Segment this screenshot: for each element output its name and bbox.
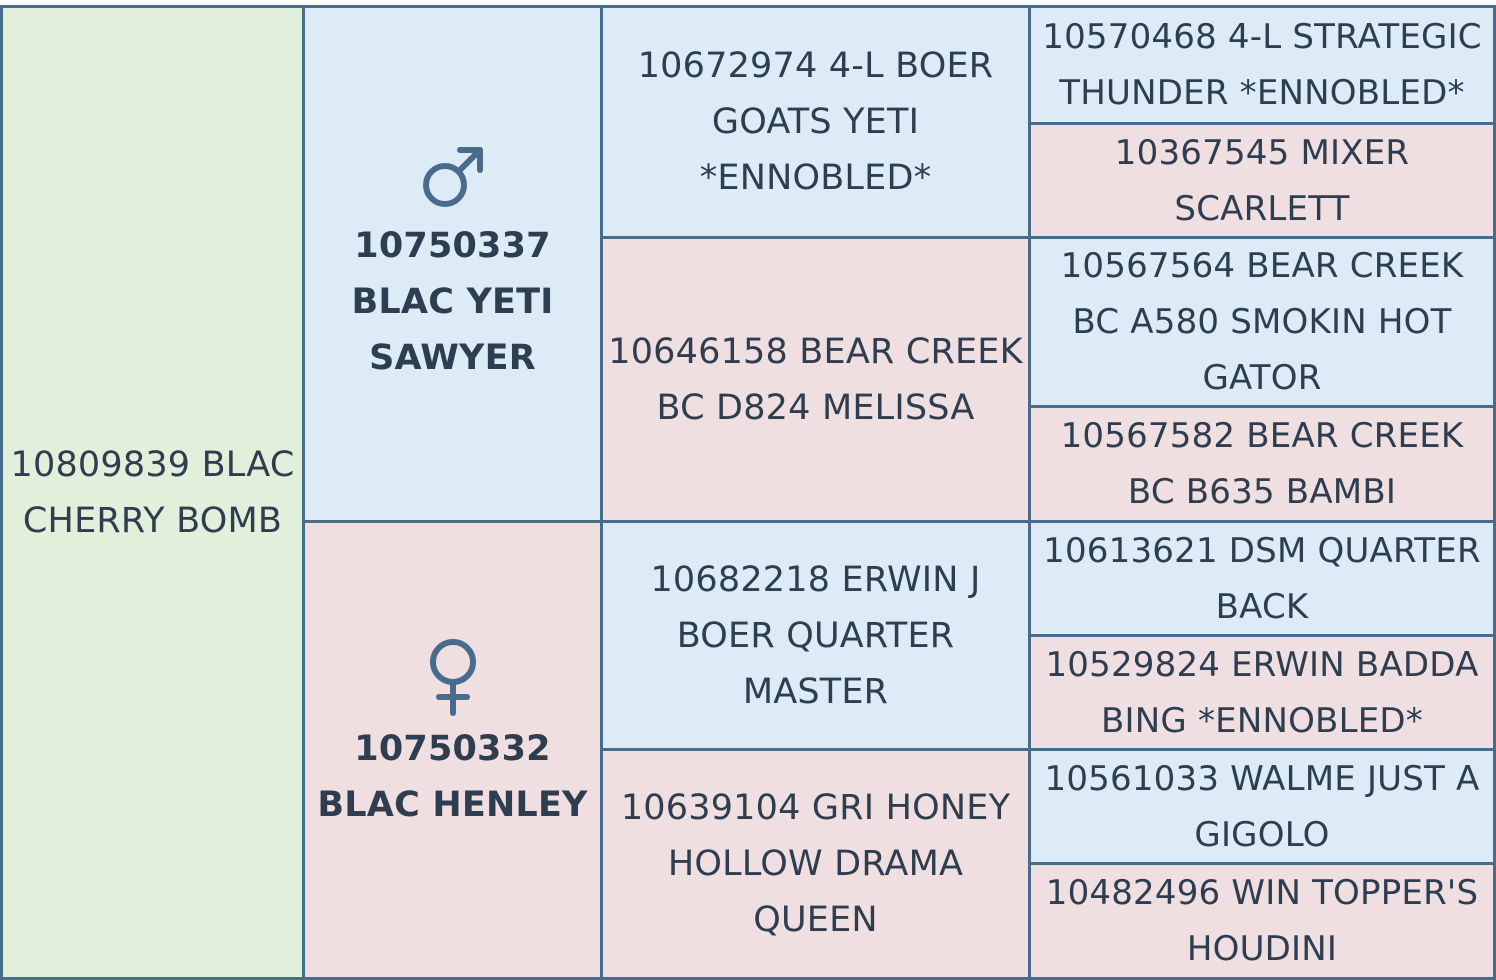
great-grandparent-cell: 10567582 BEAR CREEK BC B635 BAMBI	[1028, 405, 1496, 523]
granddam-paternal-cell: 10646158 BEAR CREEK BC D824 MELISSA	[600, 236, 1031, 523]
great-grandparent-name: 10482496 WIN TOPPER'S HOUDINI	[1045, 873, 1479, 969]
great-grandparent-cell: 10529824 ERWIN BADDA BING *ENNOBLED*	[1028, 634, 1496, 751]
great-grandparent-cell: 10613621 DSM QUARTER BACK	[1028, 520, 1496, 637]
sire-name: 10750337 BLAC YETI SAWYER	[351, 226, 554, 378]
dam-name: 10750332 BLAC HENLEY	[317, 729, 588, 825]
grandsire-maternal-cell: 10682218 ERWIN J BOER QUARTER MASTER	[600, 520, 1031, 751]
granddam-paternal-name: 10646158 BEAR CREEK BC D824 MELISSA	[608, 331, 1023, 428]
grandsire-maternal-name: 10682218 ERWIN J BOER QUARTER MASTER	[650, 559, 981, 712]
grandsire-paternal-name: 10672974 4-L BOER GOATS YETI *ENNOBLED*	[637, 46, 994, 198]
great-grandparent-name: 10567582 BEAR CREEK BC B635 BAMBI	[1060, 416, 1464, 512]
subject-name: 10809839 BLAC CHERRY BOMB	[10, 444, 295, 541]
great-grandparent-cell: 10367545 MIXER SCARLETT	[1028, 122, 1496, 239]
dam-cell: 10750332 BLAC HENLEY	[302, 520, 603, 980]
great-grandparent-cell: 10570468 4-L STRATEGIC THUNDER *ENNOBLED…	[1028, 5, 1496, 125]
great-grandparent-name: 10567564 BEAR CREEK BC A580 SMOKIN HOT G…	[1060, 246, 1464, 398]
great-grandparent-name: 10367545 MIXER SCARLETT	[1114, 132, 1410, 229]
great-grandparent-cell: 10567564 BEAR CREEK BC A580 SMOKIN HOT G…	[1028, 236, 1496, 408]
grandsire-paternal-cell: 10672974 4-L BOER GOATS YETI *ENNOBLED*	[600, 5, 1031, 239]
great-grandparent-name: 10561033 WALME JUST A GIGOLO	[1044, 758, 1480, 855]
male-symbol-icon	[418, 142, 488, 212]
great-grandparent-cell: 10561033 WALME JUST A GIGOLO	[1028, 748, 1496, 865]
great-grandparent-name: 10613621 DSM QUARTER BACK	[1043, 530, 1481, 627]
granddam-maternal-cell: 10639104 GRI HONEY HOLLOW DRAMA QUEEN	[600, 748, 1031, 980]
great-grandparent-cell: 10482496 WIN TOPPER'S HOUDINI	[1028, 862, 1496, 980]
subject-cell: 10809839 BLAC CHERRY BOMB	[0, 5, 305, 980]
sire-cell: 10750337 BLAC YETI SAWYER	[302, 5, 603, 523]
great-grandparent-name: 10529824 ERWIN BADDA BING *ENNOBLED*	[1045, 644, 1479, 741]
granddam-maternal-name: 10639104 GRI HONEY HOLLOW DRAMA QUEEN	[620, 788, 1011, 940]
great-grandparent-name: 10570468 4-L STRATEGIC THUNDER *ENNOBLED…	[1042, 17, 1482, 113]
female-symbol-icon	[425, 637, 481, 717]
